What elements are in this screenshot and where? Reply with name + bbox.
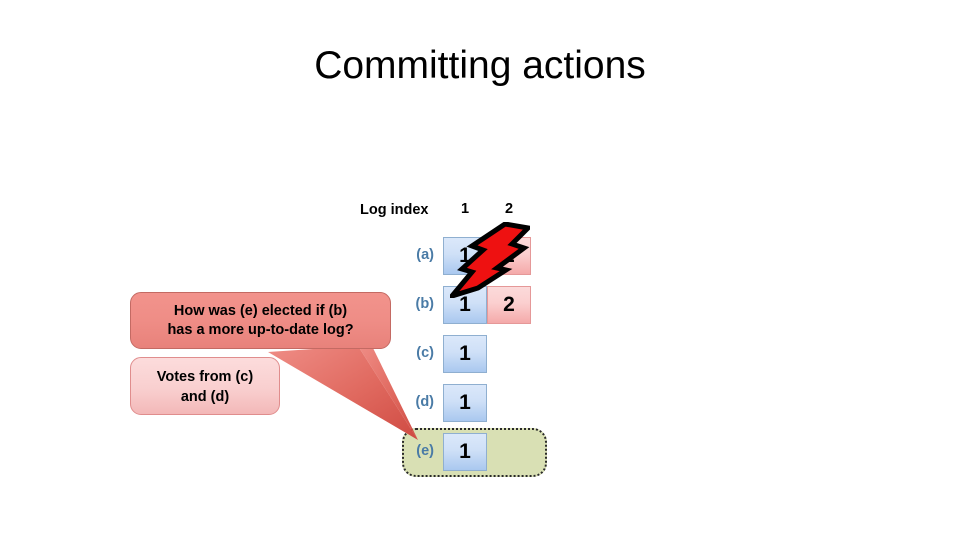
column-header-2: 2	[504, 201, 514, 217]
row-label-a: (a)	[416, 247, 434, 263]
log-entry-a-1: 1	[443, 237, 487, 275]
callout-votes-line2: and (d)	[180, 389, 230, 405]
log-row-d: (d) 1	[340, 384, 570, 424]
log-entry-b-2: 2	[487, 286, 531, 324]
column-header-1: 1	[460, 201, 470, 217]
row-label-e: (e)	[416, 443, 434, 459]
page-title: Committing actions	[314, 44, 646, 87]
log-row-c: (c) 1	[340, 335, 570, 375]
row-label-b: (b)	[415, 296, 434, 312]
log-index-label: Log index	[360, 202, 429, 218]
log-entry-d-1: 1	[443, 384, 487, 422]
row-label-d: (d)	[415, 394, 434, 410]
log-entry-b-1: 1	[443, 286, 487, 324]
callout-question-line1: How was (e) elected if (b)	[173, 303, 348, 319]
callout-question-line2: has a more up-to-date log?	[167, 322, 354, 338]
log-entry-e-1: 1	[443, 433, 487, 471]
callout-votes: Votes from (c) and (d)	[130, 357, 280, 415]
log-row-e: (e) 1	[340, 433, 570, 473]
callout-question: How was (e) elected if (b) has a more up…	[130, 292, 391, 349]
log-row-a: (a) 1 2	[340, 237, 570, 277]
log-entry-a-2: 2	[487, 237, 531, 275]
log-entry-c-1: 1	[443, 335, 487, 373]
callout-votes-line1: Votes from (c)	[156, 369, 254, 385]
row-label-c: (c)	[416, 345, 434, 361]
